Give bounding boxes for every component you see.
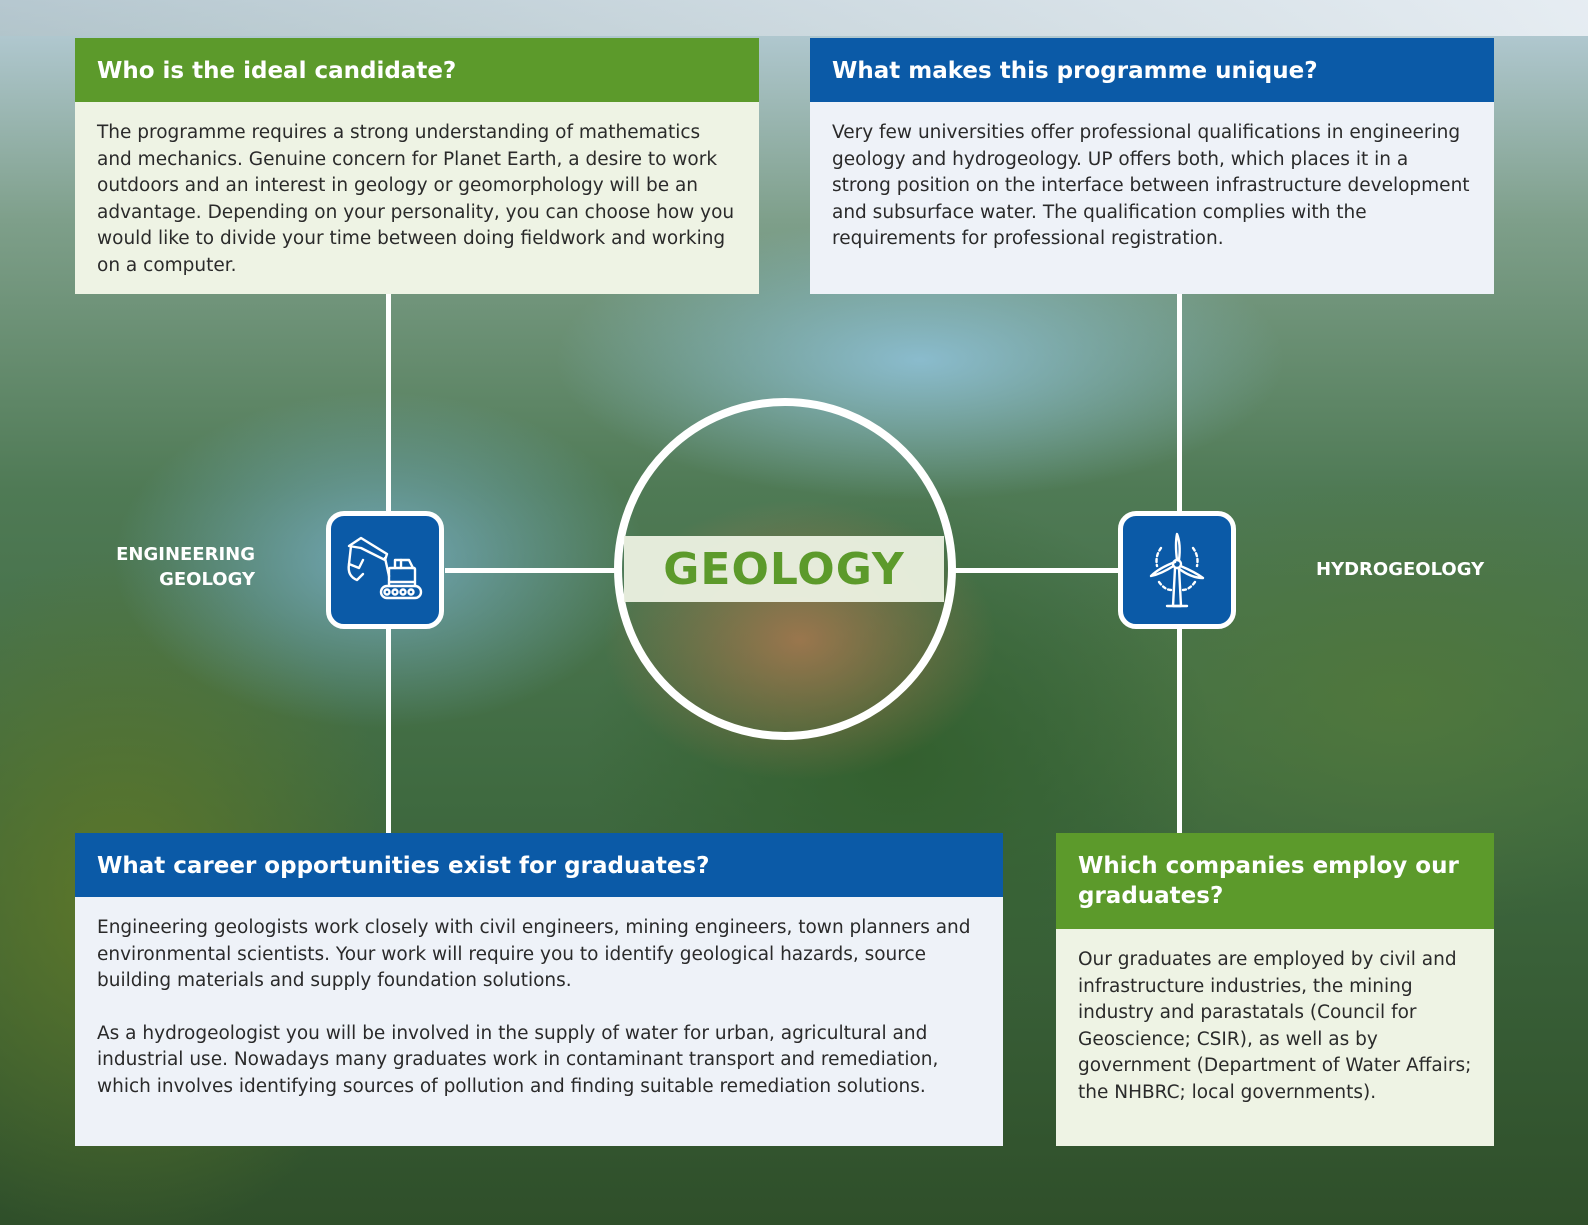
geology-center-circle — [614, 398, 956, 740]
career-opportunities-card: What career opportunities exist for grad… — [75, 833, 1003, 1146]
employer-companies-body: Our graduates are employed by civil and … — [1056, 929, 1494, 1146]
engineering-geology-label-line1: ENGINEERING — [116, 544, 255, 565]
wind-turbine-icon — [1149, 532, 1205, 608]
hydrogeology-label: HYDROGEOLOGY — [1316, 559, 1485, 580]
career-opportunities-body: Engineering geologists work closely with… — [75, 897, 1003, 1146]
ideal-candidate-card: Who is the ideal candidate? The programm… — [75, 38, 759, 294]
engineering-geology-icon-box — [326, 511, 444, 629]
employer-companies-heading: Which companies employ our graduates? — [1056, 833, 1494, 929]
sky-strip — [0, 0, 1588, 36]
engineering-geology-label-line2: GEOLOGY — [159, 569, 255, 590]
hydrogeology-icon-box — [1118, 511, 1236, 629]
programme-unique-text: Very few universities offer professional… — [832, 122, 1470, 249]
engineering-geology-label: ENGINEERING GEOLOGY — [95, 542, 255, 592]
career-opportunities-text-1: Engineering geologists work closely with… — [97, 917, 971, 991]
employer-companies-text: Our graduates are employed by civil and … — [1078, 949, 1472, 1103]
connector-left-horizontal — [445, 568, 620, 573]
ideal-candidate-text: The programme requires a strong understa… — [97, 122, 735, 276]
excavator-icon — [347, 536, 423, 600]
ideal-candidate-heading: Who is the ideal candidate? — [75, 38, 759, 102]
programme-unique-heading: What makes this programme unique? — [810, 38, 1494, 102]
geology-title: GEOLOGY — [624, 536, 944, 602]
connector-right-horizontal — [950, 568, 1122, 573]
career-opportunities-heading: What career opportunities exist for grad… — [75, 833, 1003, 897]
programme-unique-card: What makes this programme unique? Very f… — [810, 38, 1494, 294]
employer-companies-card: Which companies employ our graduates? Ou… — [1056, 833, 1494, 1146]
career-opportunities-text-2: As a hydrogeologist you will be involved… — [97, 1022, 939, 1097]
programme-unique-body: Very few universities offer professional… — [810, 102, 1494, 294]
ideal-candidate-body: The programme requires a strong understa… — [75, 102, 759, 294]
